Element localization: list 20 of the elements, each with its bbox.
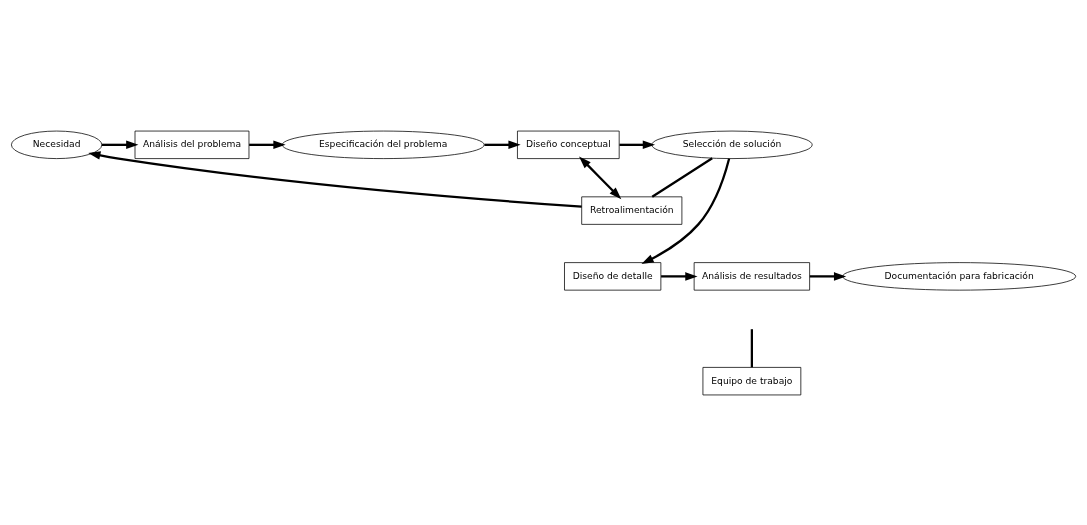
connector bbox=[651, 156, 713, 198]
node-box: Diseño de detalle bbox=[564, 261, 662, 291]
node-box: Equipo de trabajo bbox=[702, 366, 802, 395]
node-box: Análisis de resultados bbox=[693, 261, 810, 291]
arrow bbox=[619, 140, 655, 149]
node-ellipse: Especificación del problema bbox=[281, 130, 485, 159]
arrow bbox=[579, 155, 622, 199]
arrow bbox=[101, 140, 139, 149]
arrow bbox=[641, 157, 731, 264]
arrow bbox=[249, 140, 286, 149]
arrow bbox=[809, 271, 847, 281]
arrow bbox=[484, 140, 521, 149]
node-ellipse: Selección de solución bbox=[651, 130, 813, 159]
node-box: Retroalimentación bbox=[581, 195, 683, 225]
connector bbox=[750, 328, 754, 367]
arrow bbox=[661, 271, 698, 281]
node-box: Diseño conceptual bbox=[517, 130, 620, 159]
arrow bbox=[88, 150, 582, 208]
node-box: Análisis del problema bbox=[134, 130, 250, 159]
node-ellipse: Documentación para fabricación bbox=[842, 261, 1077, 291]
